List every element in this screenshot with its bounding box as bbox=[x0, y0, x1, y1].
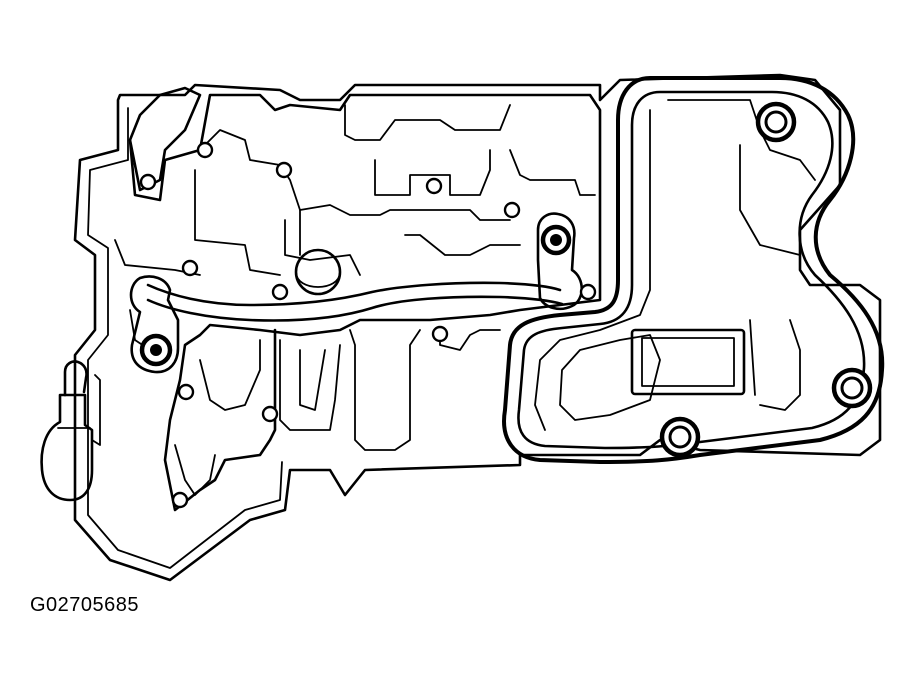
strainer-window-outer bbox=[630, 328, 746, 396]
strainer-window-inner bbox=[641, 337, 735, 387]
channel-7 bbox=[284, 219, 361, 276]
bolt-hole bbox=[181, 259, 199, 277]
bolt-hole bbox=[579, 283, 597, 301]
bolt-hole bbox=[139, 173, 157, 191]
bolt-hole bbox=[196, 141, 214, 159]
solenoid-wire bbox=[91, 374, 101, 446]
bolt-hole bbox=[275, 161, 293, 179]
tube-bracket-right bbox=[536, 212, 584, 311]
plate-left-arm bbox=[128, 86, 202, 192]
channel-11 bbox=[349, 329, 421, 451]
bolt-hole bbox=[171, 491, 189, 509]
bolt-hole bbox=[503, 201, 521, 219]
channel-12 bbox=[439, 329, 501, 351]
channel-2 bbox=[194, 169, 281, 276]
bracket-bolt-left bbox=[139, 333, 173, 367]
channel-5 bbox=[344, 104, 511, 141]
tube-bracket-left bbox=[129, 275, 180, 374]
solenoid-connector-top bbox=[63, 360, 88, 397]
bolt-hole bbox=[261, 405, 279, 423]
bolt-hole bbox=[431, 325, 449, 343]
valve-body-inner-contour bbox=[87, 107, 283, 569]
channel-8 bbox=[404, 234, 521, 256]
oil-tube-lower bbox=[146, 295, 564, 322]
bolt-hole bbox=[425, 177, 443, 195]
cover-rib-3 bbox=[534, 109, 651, 431]
oil-strainer-cover-outer bbox=[502, 76, 885, 464]
oil-strainer-cover-inner bbox=[517, 90, 866, 450]
bolt-hole bbox=[271, 283, 289, 301]
valve-body-housing bbox=[73, 73, 882, 582]
large-port-collar bbox=[295, 271, 341, 288]
channel-13 bbox=[199, 339, 261, 411]
figure-id-label: G02705685 bbox=[30, 594, 140, 616]
oil-tube-upper bbox=[146, 281, 562, 307]
bolt-hole bbox=[177, 383, 195, 401]
cover-bolt-right bbox=[831, 367, 873, 409]
channel-3 bbox=[299, 204, 511, 221]
cover-rib-2 bbox=[739, 144, 801, 256]
solenoid-connector bbox=[40, 393, 94, 502]
cover-rib-4 bbox=[559, 334, 661, 421]
cover-bolt-bottom bbox=[659, 416, 701, 458]
cover-rib-5 bbox=[759, 319, 801, 411]
cover-rib-1 bbox=[667, 99, 816, 181]
channel-9 bbox=[279, 339, 341, 431]
cover-rib-6 bbox=[749, 319, 756, 396]
separator-plate bbox=[128, 93, 602, 512]
cover-bolt-top bbox=[755, 101, 797, 143]
channel-6 bbox=[509, 149, 596, 196]
bracket-bolt-right bbox=[540, 224, 572, 256]
channel-4 bbox=[374, 149, 491, 196]
channel-1 bbox=[199, 129, 301, 256]
channel-16 bbox=[174, 444, 216, 496]
channel-10 bbox=[299, 349, 326, 411]
